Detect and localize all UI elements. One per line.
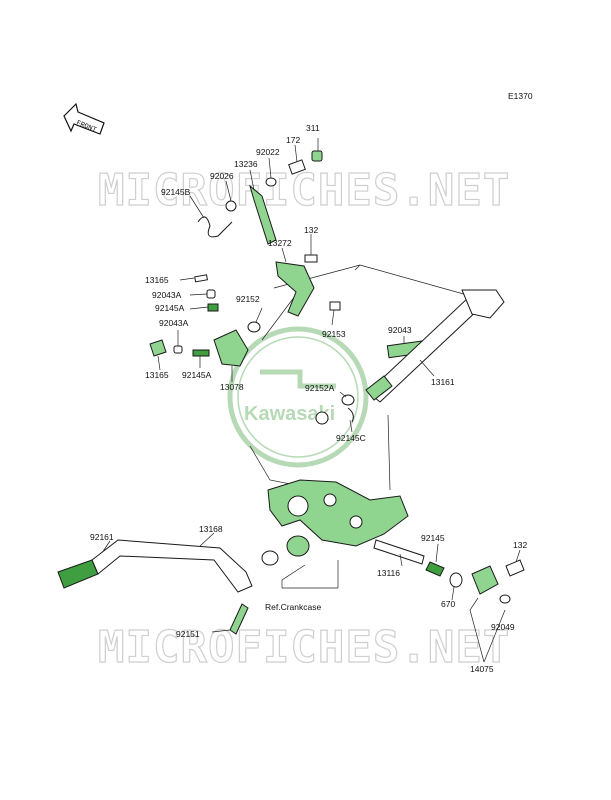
label-13078[interactable]: 13078 [220,382,244,392]
label-172[interactable]: 172 [286,135,300,145]
label-13161[interactable]: 13161 [431,377,455,387]
diagram-code: E1370 [508,91,533,101]
label-ref-crankcase[interactable]: Ref.Crankcase [265,602,321,612]
part-13236-lever[interactable] [249,169,277,245]
label-132-bot[interactable]: 132 [513,540,527,550]
part-92043a-top-pin[interactable] [189,289,216,299]
front-arrow-icon: FRONT [63,102,105,135]
logo-text: Kawasaki [244,403,335,425]
label-13116[interactable]: 13116 [377,568,400,578]
label-92145[interactable]: 92145 [421,533,445,543]
label-92043[interactable]: 92043 [388,325,412,335]
crankcase-housing [267,479,409,547]
part-13161-shift-shaft[interactable] [365,289,505,403]
part-172-bolt[interactable] [288,144,306,175]
label-92026[interactable]: 92026 [210,171,234,181]
part-92145c-spring[interactable] [315,407,354,433]
part-13165-top-pin[interactable] [179,274,208,283]
watermark-bottom: MICROFICHES.NET [98,622,510,673]
part-92043a-mid-pin[interactable] [173,330,183,354]
part-670-circlip[interactable] [449,572,463,601]
part-92145a-top-spring[interactable] [189,303,219,312]
part-13078-ratchet[interactable] [213,329,249,382]
part-13272-plate[interactable] [275,247,315,317]
label-92153[interactable]: 92153 [322,329,346,339]
part-92151-bolt[interactable] [211,603,249,635]
label-92145a-bot[interactable]: 92145A [182,370,212,380]
crankcase-seals [261,535,310,566]
label-670[interactable]: 670 [441,599,455,609]
kawasaki-logo: Kawasaki [227,326,369,468]
label-92043a-top[interactable]: 92043A [152,290,182,300]
part-132-top-bolt[interactable] [304,234,318,263]
part-92145b-spring[interactable] [189,195,233,238]
label-14075[interactable]: 14075 [470,664,494,674]
label-92022[interactable]: 92022 [256,147,280,157]
watermark-top: MICROFICHES.NET [98,165,510,216]
label-13168[interactable]: 13168 [199,524,223,534]
part-92022-washer[interactable] [265,157,277,187]
part-92026-spacer[interactable] [225,180,237,212]
label-311[interactable]: 311 [306,123,320,133]
label-13165-bot[interactable]: 13165 [145,370,169,380]
label-92151[interactable]: 92151 [176,629,200,639]
part-92152-collar[interactable] [247,307,263,333]
part-92153-bolt[interactable] [329,301,341,326]
part-13116-shaft[interactable] [373,539,425,567]
part-92145-spring[interactable] [425,543,445,577]
label-13272[interactable]: 13272 [268,238,292,248]
label-13236[interactable]: 13236 [234,159,258,169]
label-92152a[interactable]: 92152A [305,383,335,393]
label-92049[interactable]: 92049 [491,622,515,632]
label-92161[interactable]: 92161 [90,532,114,542]
part-92145a-bottom-spring[interactable] [192,349,210,368]
label-92145a-top[interactable]: 92145A [155,303,185,313]
part-92152a-collar[interactable] [339,391,355,406]
label-92145c[interactable]: 92145C [336,433,366,443]
part-311-nut[interactable] [311,138,323,162]
part-labels: 311 172 92022 13236 92026 92145B 132 132… [90,123,527,674]
part-14075-guide[interactable] [471,565,511,604]
label-13165-top[interactable]: 13165 [145,275,169,285]
label-92152[interactable]: 92152 [236,294,260,304]
part-13165-bottom-pin[interactable] [149,339,167,371]
label-92145b[interactable]: 92145B [161,187,191,197]
label-92043a-mid[interactable]: 92043A [159,318,189,328]
part-13168-shift-lever[interactable] [91,532,253,593]
part-132-bottom-bolt[interactable] [505,549,525,577]
label-132-top[interactable]: 132 [304,225,318,235]
